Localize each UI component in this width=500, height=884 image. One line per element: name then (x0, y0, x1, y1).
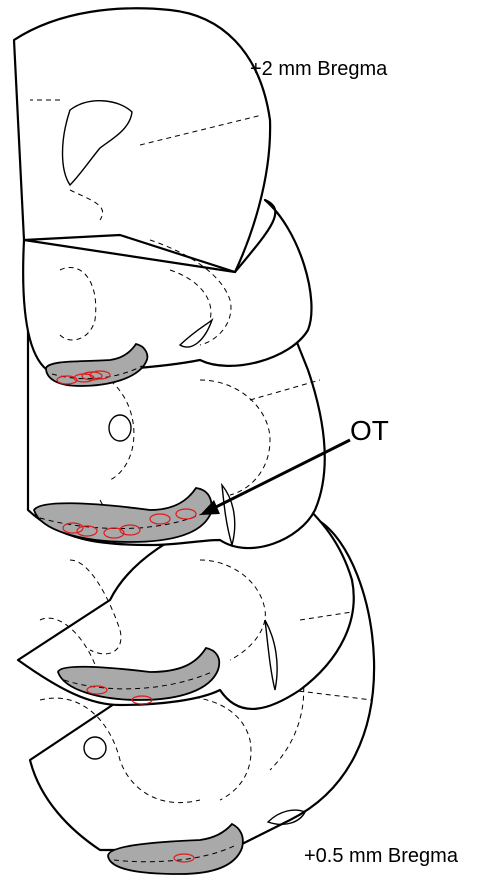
label-top-section: +2 mm Bregma (250, 58, 388, 80)
label-bottom-section: +0.5 mm Bregma (304, 845, 459, 867)
section-1-upper-lobe (14, 8, 270, 272)
section-1: +2 mm Bregma (14, 8, 388, 386)
label-ot: OT (350, 415, 389, 446)
